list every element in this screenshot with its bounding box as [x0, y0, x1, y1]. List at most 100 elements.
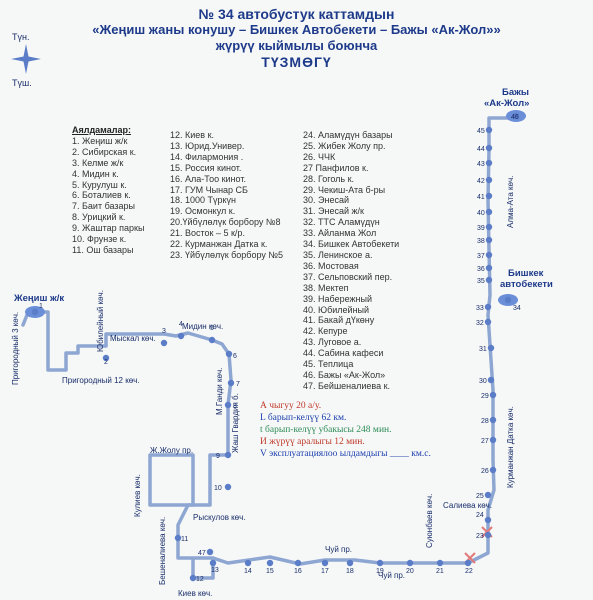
street-chuy2: Чуй пр.	[378, 571, 405, 580]
stop-number: 2	[104, 359, 108, 366]
title-line2: «Жеңиш жаны конушу – Бишкек Автобекети –…	[92, 22, 501, 37]
street-chuy1: Чуй пр.	[325, 545, 352, 554]
stop-dot	[512, 112, 520, 120]
street-kiev: Киев көч.	[178, 589, 212, 598]
stop-number: 18	[346, 568, 354, 575]
street-myskal: Мыскал көч.	[110, 334, 156, 343]
stop-number: 16	[294, 568, 302, 575]
stop-list-item: 22. Курманжан Датка к.	[170, 239, 268, 250]
info-vehicles: А чыгуу 20 а/у.	[260, 401, 322, 411]
stop-list-item: 6. Боталиев к.	[72, 190, 131, 201]
stop-list-item: 45. Теплица	[303, 359, 354, 370]
stop-number: 14	[244, 568, 252, 575]
stop-list-item: 1. Жеңиш ж/к	[72, 135, 128, 146]
stop-list-item: 19. Осмонкул к.	[170, 206, 236, 217]
stop-number: 36	[477, 266, 485, 273]
compass-north: Түн.	[12, 32, 29, 42]
stop-dot	[224, 483, 232, 491]
stop-number: 20	[406, 568, 414, 575]
stop-dot	[489, 436, 497, 444]
stop-list-item: 29. Чекиш-Ата б-ры	[303, 184, 386, 195]
street-kurmanzhan: Курманжан Датка көч.	[506, 406, 515, 488]
stop-dot	[208, 336, 216, 344]
route-info: А чыгуу 20 а/у. L барып-келүү 62 км. t б…	[260, 400, 431, 460]
stop-list-item: 3. Келме ж/к	[72, 157, 124, 168]
street-midin: Мидин көч.	[182, 322, 223, 331]
stop-list-item: 23. Үйбүлөлүк борбору №5	[170, 249, 284, 260]
stop-list-item: 21. Восток – 5 к/р.	[170, 228, 245, 239]
stop-dot	[485, 264, 493, 272]
stop-list-item: 2. Сибирская к.	[72, 146, 137, 157]
stop-number: 9	[216, 453, 220, 460]
stop-number: 29	[481, 393, 489, 400]
stop-dot	[485, 126, 493, 134]
stop-number: 38	[477, 238, 485, 245]
stop-dot	[406, 559, 414, 567]
stop-list-item: 31. Энесай ж/к	[303, 206, 364, 217]
stop-number: 26	[481, 468, 489, 475]
street-salieva: Салиева көч.	[443, 501, 492, 510]
compass-south: Түш.	[12, 78, 32, 88]
stop-list-item: 9. Жаштар паркы	[72, 223, 145, 234]
stop-dot	[485, 236, 493, 244]
stop-dot	[294, 559, 302, 567]
stop-list-item: 37. Сельповский пер.	[303, 271, 393, 282]
compass-icon	[11, 44, 41, 74]
info-length: L барып-келүү 62 км.	[260, 413, 347, 423]
label-zhenish: Жеңиш ж/к	[13, 293, 64, 304]
stop-dot	[177, 332, 185, 340]
stop-dot	[436, 559, 444, 567]
street-zhzholu: Ж.Жолу пр.	[150, 446, 193, 455]
stop-number: 32	[476, 320, 484, 327]
stop-list-item: 13. Юрид.Универ.	[170, 140, 245, 151]
stop-number: 3	[162, 328, 166, 335]
stop-dot	[485, 276, 493, 284]
stop-dot	[224, 451, 232, 459]
stop-list-item: 41. Бакай дҮкөну	[303, 315, 375, 326]
stop-number: 41	[477, 194, 485, 201]
label-avtobeket-1: Бишкек	[508, 268, 544, 279]
stop-dot	[487, 344, 495, 352]
street-kulev: Кулиев көч.	[133, 474, 142, 517]
stop-dot	[160, 339, 168, 347]
stop-dot	[174, 534, 182, 542]
stops-heading: Аялдамалар:	[72, 125, 131, 135]
stop-number: 47	[198, 550, 206, 557]
info-trip-time: t барып-келүү убакыcы 248 мин.	[260, 425, 392, 435]
stop-list-item: 18. 1000 Түркүн	[170, 195, 236, 206]
stop-dot	[225, 350, 233, 358]
stop-dot	[209, 559, 217, 567]
stop-number: 15	[266, 568, 274, 575]
street-ryskulov: Рыскулов көч.	[193, 513, 246, 522]
stop-number: 35	[477, 278, 485, 285]
stop-dot	[485, 251, 493, 259]
street-zhash-gvardiya: Жаш Гвардия б.	[231, 393, 240, 453]
street-gandi: М.Ганди көч.	[215, 368, 224, 415]
stop-list-item: 14. Филармония .	[170, 151, 244, 162]
stop-list-item: 43. Луговое а.	[303, 337, 362, 348]
stop-list-item: 47. Бейшеналиева к.	[303, 380, 391, 391]
info-interval: И жүрүү аралыгы 12 мин.	[260, 437, 365, 447]
stop-dot	[485, 176, 493, 184]
stop-dot	[227, 379, 235, 387]
stop-dot	[485, 159, 493, 167]
stop-number: 30	[479, 378, 487, 385]
stop-list-item: 16. Ала-Тоо кинот.	[170, 173, 246, 184]
stop-number: 24	[476, 512, 484, 519]
title-line1: № 34 автобустук каттамдын	[198, 6, 395, 22]
stop-number: 42	[477, 178, 485, 185]
stop-list-item: 11. Ош базары	[72, 244, 134, 255]
stop-list-item: 7. Баит базары	[72, 201, 136, 212]
stop-list-item: 10. Фрунзе к.	[72, 234, 127, 245]
stop-dot	[31, 308, 39, 316]
street-suyunbaev: Суюнбаев көч.	[425, 494, 434, 548]
stop-dot	[321, 559, 329, 567]
stop-dot	[485, 192, 493, 200]
stop-list-item: 12. Киев к.	[170, 130, 215, 140]
street-prigorodny12: Пригородный 12 көч.	[62, 376, 140, 385]
stop-number: 6	[233, 353, 237, 360]
stop-dot	[489, 416, 497, 424]
stop-list-item: 35. Ленинское а.	[303, 249, 373, 260]
